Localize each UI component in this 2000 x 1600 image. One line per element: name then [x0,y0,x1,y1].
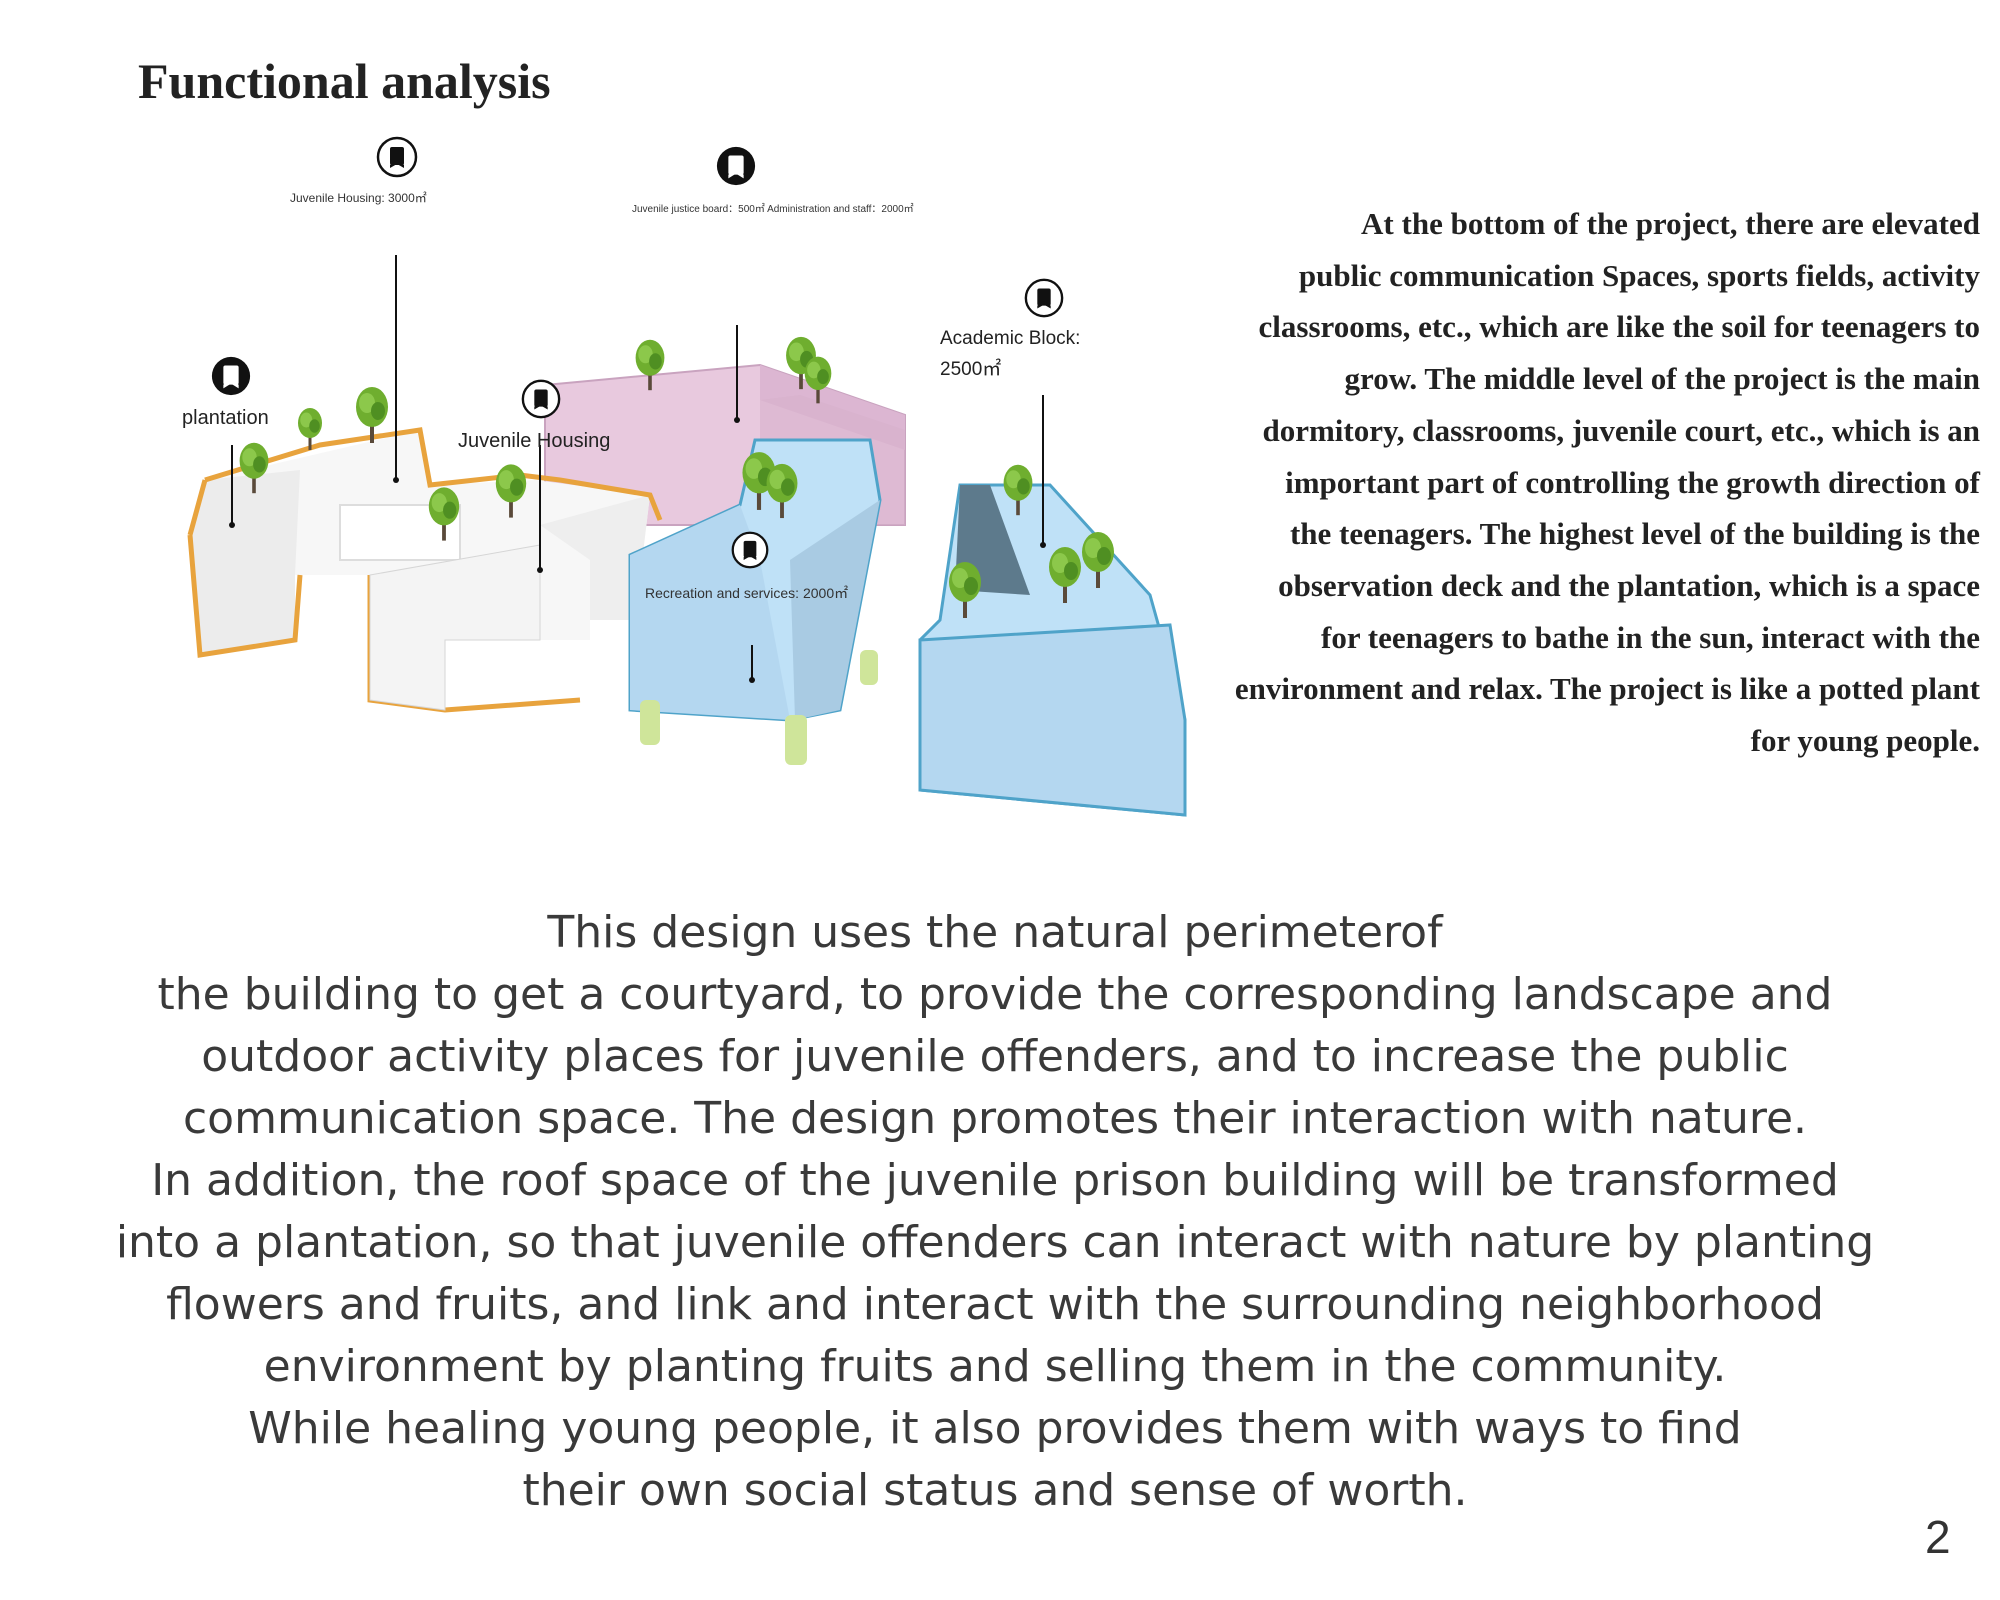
text-line: In addition, the roof space of the juven… [151,1155,1839,1206]
pin-icon [716,146,756,186]
page-title: Functional analysis [138,53,551,109]
leader-lines [231,255,1044,680]
text-line: observation deck and the plantation, whi… [1278,567,1980,603]
label-justice-admin-area: Juvenile justice board：500㎡ Administrati… [632,203,914,215]
label-juvenile-housing: Juvenile Housing [458,430,610,452]
text-line: public communication Spaces, sports fiel… [1298,257,1980,293]
pin-icon [211,356,251,396]
pin-icon [1024,278,1064,318]
text-line: While healing young people, it also prov… [248,1403,1742,1454]
text-line: dormitory, classrooms, juvenile court, e… [1262,412,1980,448]
text-line: their own social status and sense of wor… [522,1465,1468,1516]
leader-dots [229,417,1046,683]
label-recreation-services: Recreation and services: 2000㎡ [645,585,848,601]
label-juvenile-housing-area: Juvenile Housing: 3000㎡ [290,191,427,205]
text-line: for teenagers to bathe in the sun, inter… [1321,619,1980,655]
label-academic-block: Academic Block: [940,328,1080,349]
text-line: communication space. The design promotes… [182,1093,1808,1144]
text-line: for young people. [1750,723,1980,759]
pin-icon [376,136,418,178]
pin-icon [521,379,561,419]
label-plantation: plantation [182,407,269,429]
text-line: important part of controlling the growth… [1285,464,1980,500]
text-line: grow. The middle level of the project is… [1344,361,1980,397]
bottom-paragraph: This design uses the natural perimeterof… [60,902,1930,1522]
text-line: the teenagers. The highest level of the … [1289,516,1980,552]
text-line: This design uses the natural perimeterof [547,907,1443,958]
orange-outlined-block [187,427,663,713]
text-line: into a plantation, so that juvenile offe… [115,1217,1875,1268]
page-number: 2 [1925,1511,1951,1563]
pin-icon [731,531,769,569]
text-line: environment by planting fruits and selli… [263,1341,1727,1392]
label-academic-block-area: 2500㎡ [940,357,1001,380]
text-line: environment and relax. The project is li… [1234,671,1980,707]
text-line: At the bottom of the project, there are … [1361,206,1980,241]
text-line: flowers and fruits, and link and interac… [166,1279,1824,1330]
text-line: classrooms, etc., which are like the soi… [1258,309,1980,345]
right-paragraph: At the bottom of the project, there are … [1080,198,1980,767]
text-line: the building to get a courtyard, to prov… [157,969,1833,1020]
text-line: outdoor activity places for juvenile off… [201,1031,1789,1082]
